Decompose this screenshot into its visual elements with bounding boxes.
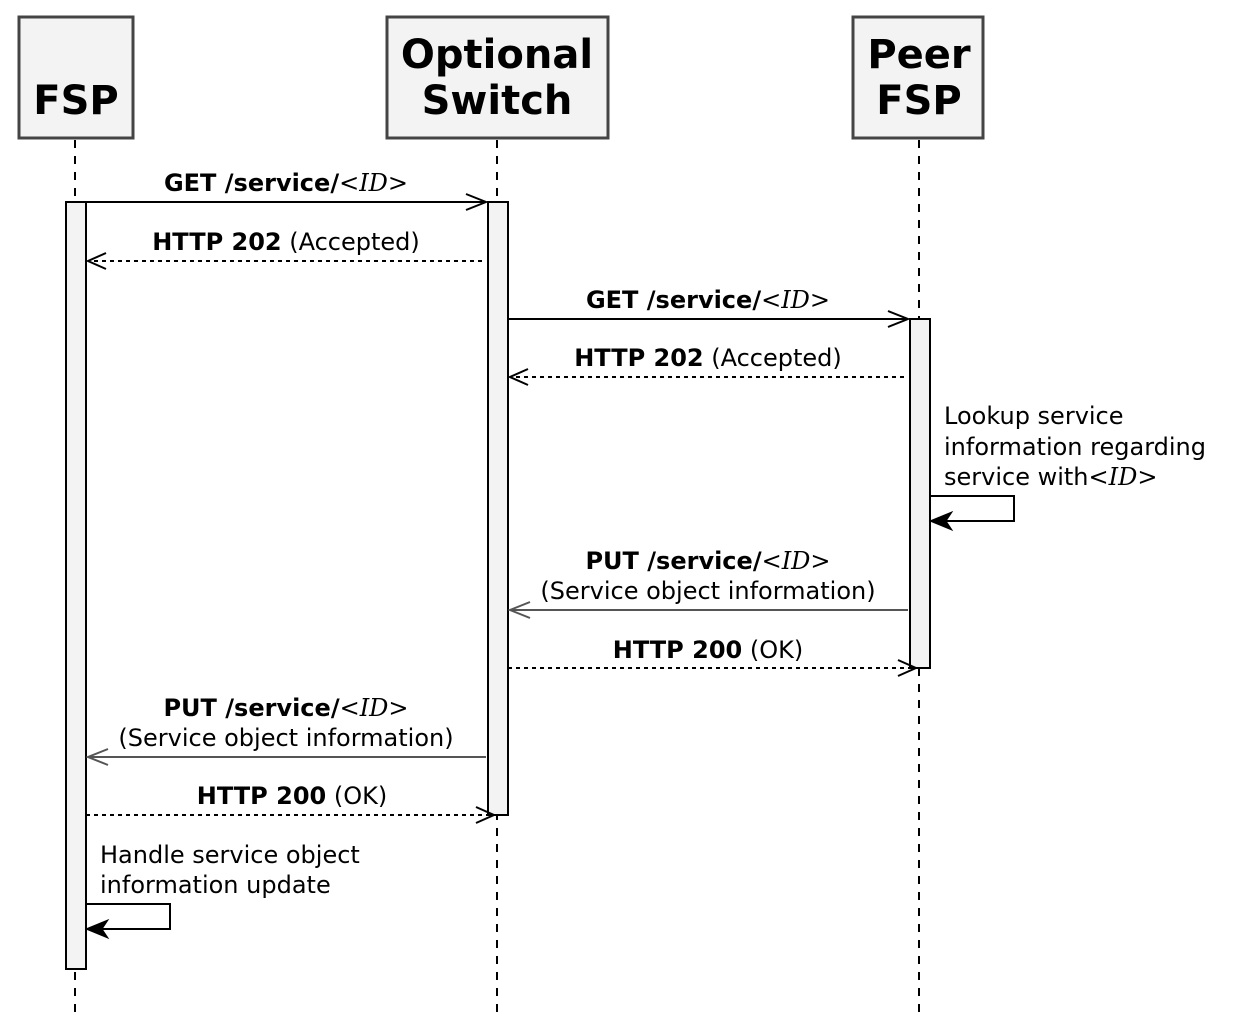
message-id: <ID> — [762, 547, 831, 575]
note-fsp-line1: Handle service object — [100, 841, 360, 869]
arrowhead-filled — [84, 918, 110, 940]
message-202-to-fsp: HTTP 202 (Accepted) — [85, 228, 482, 270]
participant-fsp-label: FSP — [33, 78, 118, 124]
svg-text:HTTP 202 (Accepted): HTTP 202 (Accepted) — [152, 228, 420, 256]
arrowhead-open — [887, 310, 911, 328]
message-get-to-switch: GET /service/<ID> — [75, 169, 489, 211]
arrowhead-filled — [928, 510, 954, 532]
note-peer-line1: Lookup service — [944, 402, 1124, 430]
note-fsp-line2: information update — [100, 871, 331, 899]
fsp-self-message: Handle service object information update — [84, 841, 360, 940]
svg-text:GET /service/<ID>: GET /service/<ID> — [164, 169, 408, 197]
message-id: <ID> — [340, 694, 409, 722]
participant-switch-label-line1: Optional — [401, 32, 593, 78]
message-status: HTTP 200 — [197, 782, 326, 810]
message-id: <ID> — [339, 169, 408, 197]
arrowhead-open — [475, 806, 497, 824]
message-get-to-peer: GET /service/<ID> — [508, 286, 911, 328]
participant-peer-fsp: Peer FSP — [851, 15, 985, 140]
note-peer-line2: information regarding — [944, 433, 1206, 461]
message-status: HTTP 200 — [613, 636, 742, 664]
participant-peer-label-line1: Peer — [867, 32, 971, 78]
message-status: HTTP 202 — [574, 344, 703, 372]
arrowhead-open — [507, 601, 531, 619]
message-detail: (Service object information) — [118, 724, 453, 752]
message-detail: (Accepted) — [704, 344, 842, 372]
note-peer-id: <ID> — [1089, 463, 1158, 491]
arrowhead-open — [85, 748, 109, 766]
message-detail: (OK) — [742, 636, 803, 664]
message-200-to-peer: HTTP 200 (OK) — [508, 636, 919, 677]
peer-self-message: Lookup service information regarding ser… — [928, 402, 1206, 532]
message-verb: PUT /service/ — [585, 547, 761, 575]
note-peer-line3: service with — [944, 463, 1089, 491]
arrowhead-open — [897, 659, 919, 677]
participant-fsp: FSP — [17, 15, 135, 140]
participant-switch: Optional Switch — [385, 15, 610, 140]
participant-peer-label-line2: FSP — [876, 78, 961, 124]
message-verb: GET /service/ — [586, 286, 761, 314]
message-id: <ID> — [761, 286, 830, 314]
arrowhead-open — [465, 193, 489, 211]
message-detail: (Service object information) — [540, 577, 875, 605]
fsp-activation — [65, 201, 87, 970]
svg-text:GET /service/<ID>: GET /service/<ID> — [586, 286, 830, 314]
svg-text:PUT /service/<ID>: PUT /service/<ID> — [163, 694, 408, 722]
message-200-to-switch: HTTP 200 (OK) — [86, 782, 497, 824]
arrowhead-open — [85, 252, 107, 270]
peer-activation — [909, 318, 931, 669]
message-status: HTTP 202 — [152, 228, 281, 256]
message-202-to-switch: HTTP 202 (Accepted) — [507, 344, 904, 386]
switch-activation — [487, 201, 509, 816]
participant-switch-label-line2: Switch — [422, 78, 573, 124]
message-put-to-fsp: PUT /service/<ID> (Service object inform… — [85, 694, 486, 766]
svg-text:HTTP 200 (OK): HTTP 200 (OK) — [197, 782, 387, 810]
svg-text:PUT /service/<ID>: PUT /service/<ID> — [585, 547, 830, 575]
message-put-to-switch: PUT /service/<ID> (Service object inform… — [507, 547, 908, 619]
message-detail: (Accepted) — [282, 228, 420, 256]
svg-text:HTTP 200 (OK): HTTP 200 (OK) — [613, 636, 803, 664]
arrowhead-open — [507, 368, 529, 386]
svg-text:HTTP 202 (Accepted): HTTP 202 (Accepted) — [574, 344, 842, 372]
svg-text:service with<ID>: service with<ID> — [944, 463, 1157, 491]
message-verb: GET /service/ — [164, 169, 339, 197]
message-detail: (OK) — [326, 782, 387, 810]
message-verb: PUT /service/ — [163, 694, 339, 722]
